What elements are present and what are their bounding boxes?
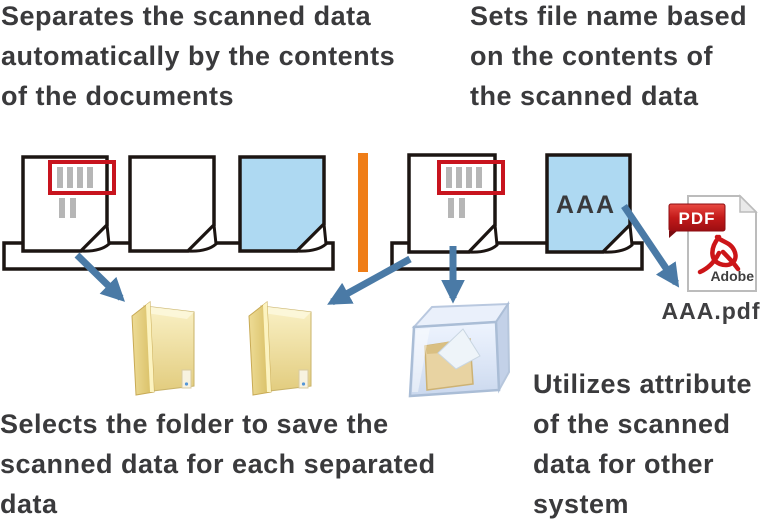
pdf-filename-label: AAA.pdf — [662, 298, 761, 324]
caption-line: of the scanned — [533, 409, 731, 439]
caption-line: system — [533, 489, 630, 519]
caption-line: data for other — [533, 449, 715, 479]
caption-utilizes-attribute: Utilizes attribute of the scanned data f… — [533, 364, 752, 519]
caption-line: Selects the folder to save the — [0, 409, 389, 439]
caption-line: automatically by the contents — [1, 41, 396, 71]
named-blue-document-icon: AAA — [545, 153, 634, 254]
pdf-badge-label: PDF — [679, 209, 716, 228]
caption-selects-folder: Selects the folder to save the scanned d… — [0, 404, 436, 519]
caption-separates: Separates the scanned data automatically… — [1, 0, 395, 116]
caption-line: of the documents — [1, 81, 235, 111]
caption-line: Sets file name based — [470, 1, 748, 31]
arrow-to-pdf-icon — [621, 204, 680, 288]
caption-line: Utilizes attribute — [533, 369, 753, 399]
pdf-file-icon: PDF Adobe — [668, 194, 758, 292]
caption-line: data — [0, 489, 58, 519]
barcode-zone-highlight — [437, 160, 505, 195]
document-name-label: AAA — [556, 191, 616, 219]
blue-document-icon — [238, 155, 328, 253]
caption-line: scanned data for each separated — [0, 449, 436, 479]
glass-cube-folder-icon — [408, 300, 511, 398]
barcode-document-icon — [407, 153, 505, 254]
caption-line: Separates the scanned data — [1, 1, 372, 31]
barcode-zone-highlight — [48, 160, 116, 195]
blank-document-icon — [128, 155, 218, 253]
adobe-swirl-icon — [697, 234, 741, 275]
barcode-document-icon — [21, 155, 116, 253]
caption-line: the scanned data — [470, 81, 699, 111]
folder-icon — [131, 301, 195, 396]
adobe-brand-label: Adobe — [710, 268, 754, 284]
caption-line: on the contents of — [470, 41, 713, 71]
folder-icon — [248, 301, 312, 396]
arrow-to-folder2-icon — [327, 255, 412, 306]
orange-divider — [358, 153, 368, 272]
arrow-to-folder1-icon — [74, 252, 126, 302]
caption-sets-filename: Sets file name based on the contents of … — [470, 0, 747, 116]
